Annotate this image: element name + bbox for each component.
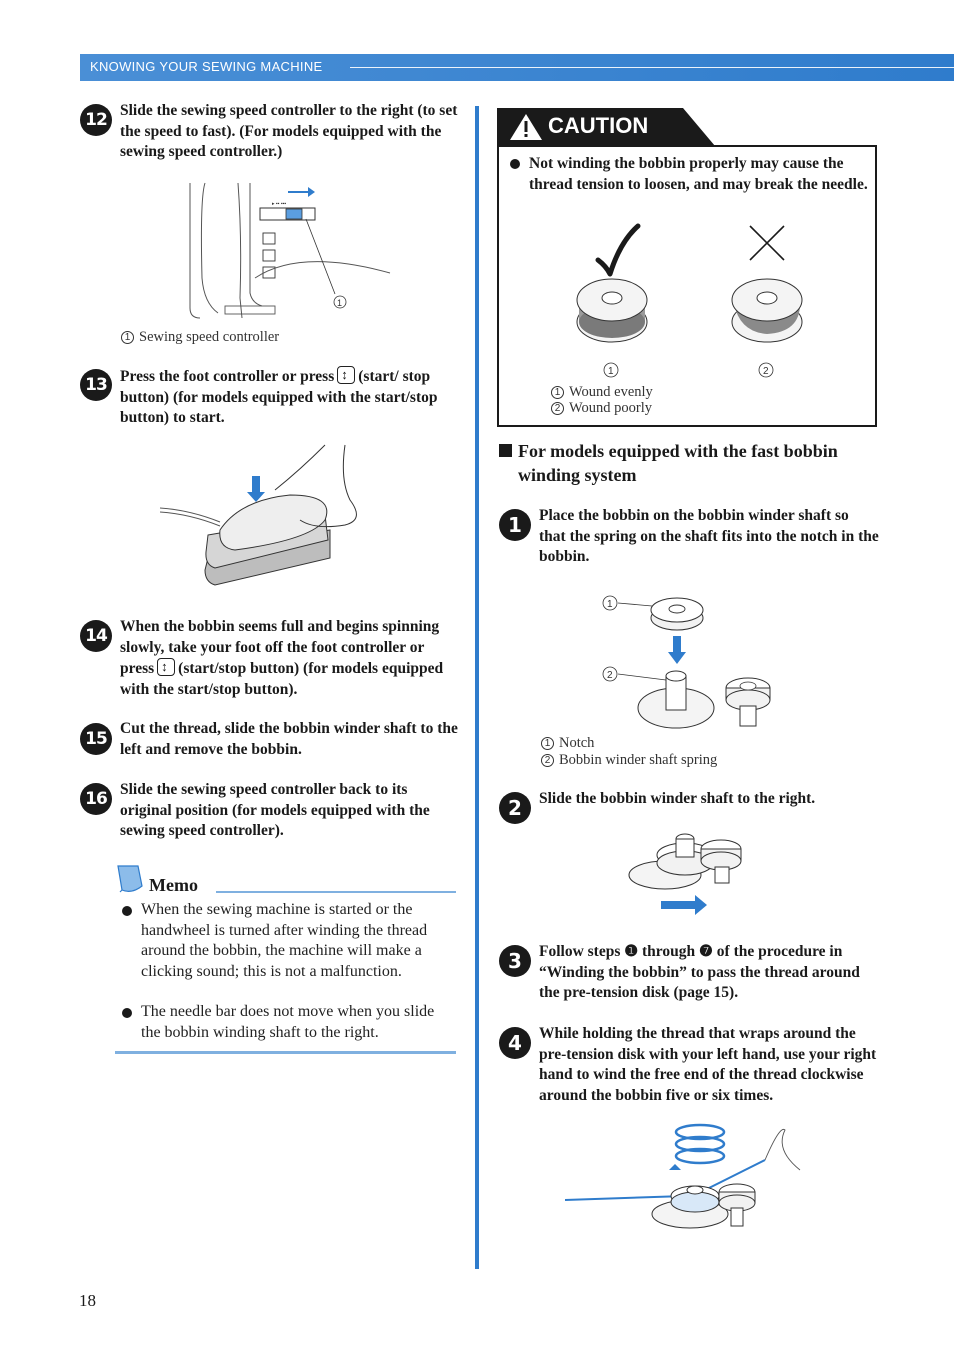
step-badge-3: 3 <box>499 945 531 977</box>
caution-text: Not winding the bobbin properly may caus… <box>529 155 868 193</box>
step-badge-1: 1 <box>499 509 531 541</box>
slide-shaft-illustration <box>628 833 742 915</box>
svg-text:1: 1 <box>337 298 342 308</box>
memo-bullet <box>122 1008 132 1018</box>
caution-box <box>497 145 877 427</box>
header-bar: KNOWING YOUR SEWING MACHINE <box>80 54 954 81</box>
step-badge-13: 13 <box>80 369 112 401</box>
step-badge-2: 2 <box>499 792 531 824</box>
column-divider <box>475 106 479 1269</box>
step-13-text-b: (start/ stop button) (for models equippe… <box>120 368 438 426</box>
step-r3-text: Follow steps ❶ through ❼ of the procedur… <box>539 943 860 1001</box>
step-15-text: Cut the thread, slide the bobbin winder … <box>120 720 458 758</box>
bobbin-placement-illustration: 1 2 <box>602 595 771 729</box>
fig-notch-label: 1 Notch <box>541 735 594 752</box>
svg-text:2: 2 <box>763 366 769 377</box>
memo-item-2: The needle bar does not move when you sl… <box>141 1003 435 1041</box>
step-13-text-a: Press the foot controller or press <box>120 368 335 385</box>
memo-icon <box>117 865 143 893</box>
caution-label-1: 1 Wound evenly <box>551 384 653 401</box>
svg-text:1: 1 <box>608 366 614 377</box>
header-rule <box>350 67 954 68</box>
step-16-text: Slide the sewing speed controller back t… <box>120 781 430 839</box>
callout-label: Sewing speed controller <box>139 329 280 345</box>
step-badge-14: 14 <box>80 620 112 652</box>
check-mark-icon <box>595 223 641 277</box>
memo-rule-top <box>216 891 456 893</box>
step-badge-15: 15 <box>80 723 112 755</box>
memo-title: Memo <box>149 875 198 895</box>
speed-controller-illustration: ▸ ▪▪ ▪▪▪ 1 <box>189 182 391 319</box>
svg-text:▸ ▪▪ ▪▪▪: ▸ ▪▪ ▪▪▪ <box>272 201 286 207</box>
label-text: Bobbin winder shaft spring <box>559 752 718 768</box>
wind-thread-illustration <box>565 1123 801 1229</box>
caution-label-2: 2 Wound poorly <box>551 400 652 417</box>
label-text: Notch <box>559 735 595 751</box>
step-14-text-a: When the bobbin seems full and begins sp… <box>120 618 440 677</box>
memo-rule-bottom <box>115 1051 456 1054</box>
label-text: Wound poorly <box>569 400 653 416</box>
step-14-text: When the bobbin seems full and begins sp… <box>120 617 460 700</box>
step-14-text-b: (start/stop button) (for models equipped… <box>120 660 444 698</box>
label-num: 2 <box>541 754 554 767</box>
caution-bullet <box>510 159 520 169</box>
section-heading: For models equipped with the fast bobbin… <box>518 441 838 485</box>
step-badge-4: 4 <box>499 1027 531 1059</box>
label-num: 1 <box>551 386 564 399</box>
section-marker <box>499 444 512 457</box>
page-number: 18 <box>79 1291 96 1310</box>
foot-controller-illustration <box>160 444 357 586</box>
caution-title: CAUTION <box>548 113 649 138</box>
memo-bullet <box>122 906 132 916</box>
fig-speed-callout: 1 Sewing speed controller <box>121 329 279 346</box>
label-num: 1 <box>541 737 554 750</box>
start-stop-button-icon <box>157 657 176 678</box>
section-title: KNOWING YOUR SEWING MACHINE <box>90 59 323 74</box>
step-r2-text: Slide the bobbin winder shaft to the rig… <box>539 790 816 807</box>
caution-tab <box>497 108 715 146</box>
step-badge-12: 12 <box>80 104 112 136</box>
memo-item-1: When the sewing machine is started or th… <box>141 901 428 980</box>
step-badge-16: 16 <box>80 783 112 815</box>
label-num: 2 <box>551 402 564 415</box>
bobbin-comparison-illustration: 1 2 <box>576 223 803 378</box>
svg-text:1: 1 <box>607 599 613 610</box>
step-13-text: Press the foot controller or press(start… <box>120 365 460 429</box>
step-r1-text: Place the bobbin on the bobbin winder sh… <box>539 507 879 565</box>
svg-text:2: 2 <box>607 670 613 681</box>
step-12-text: Slide the sewing speed controller to the… <box>120 102 458 160</box>
label-text: Wound evenly <box>569 384 653 400</box>
fig-spring-label: 2 Bobbin winder shaft spring <box>541 752 717 769</box>
step-r4-text: While holding the thread that wraps arou… <box>539 1025 877 1104</box>
callout-num: 1 <box>121 331 134 344</box>
start-stop-button-icon <box>337 365 356 386</box>
